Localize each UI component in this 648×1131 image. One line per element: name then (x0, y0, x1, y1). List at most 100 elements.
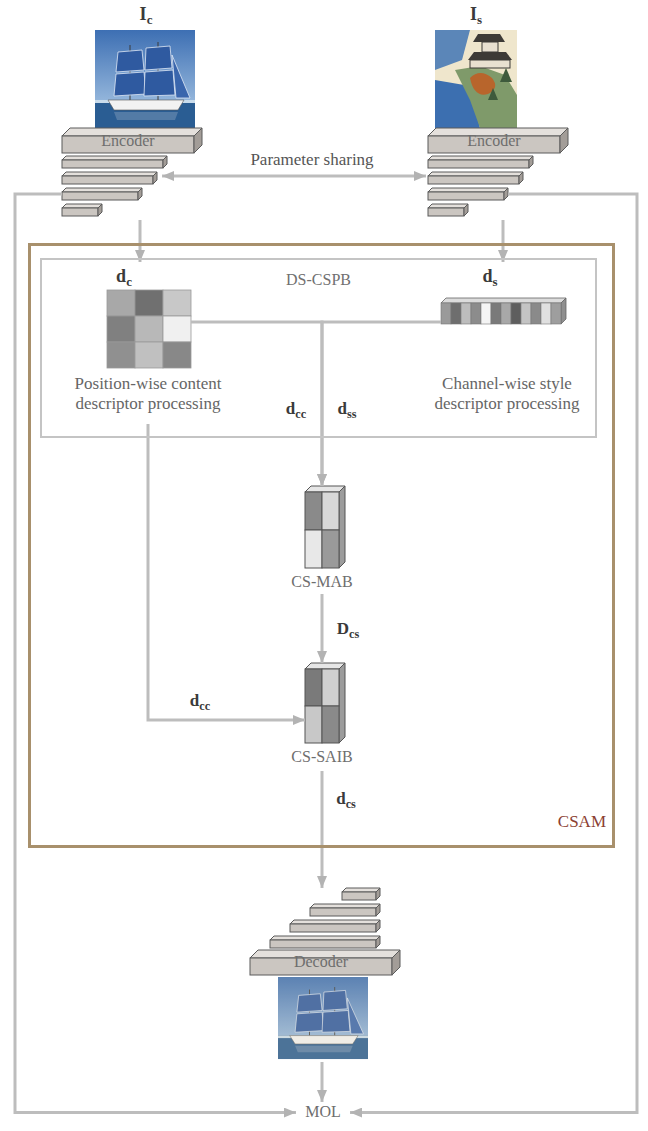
slab-front (342, 892, 376, 900)
slab-side (98, 204, 102, 216)
vector-strip (441, 303, 451, 324)
flow-arrow (502, 220, 505, 262)
slab-side (560, 128, 568, 153)
vector-strip (511, 303, 521, 324)
slab-side (163, 156, 167, 168)
slab-front (428, 160, 529, 168)
layer-slab (250, 950, 400, 975)
layer-slab (428, 156, 533, 168)
slab-front (62, 176, 153, 184)
flow-arrow (322, 322, 441, 486)
subscript: cs (349, 627, 359, 641)
vector-top (441, 298, 566, 303)
slab-front (62, 160, 163, 168)
subscript: ss (347, 407, 357, 421)
slab-side (392, 950, 400, 975)
cuboid-tile (305, 492, 322, 530)
style-descriptor: dsChannel-wise style descriptor processi… (420, 262, 594, 422)
decoder-block: Decoder (250, 888, 400, 1060)
vector-strip (461, 303, 471, 324)
grid-cell (135, 342, 163, 368)
layer-slab (428, 204, 468, 216)
vector-strip (541, 303, 551, 324)
node-label: CS-MAB (277, 572, 367, 591)
layer-slab (428, 188, 508, 200)
edge-label: dcs (334, 789, 358, 811)
slab-top (290, 920, 380, 924)
vector-strip (491, 303, 501, 324)
cuboid-tile (322, 669, 339, 706)
slab-top (428, 156, 533, 160)
attention-block: CS-SAIB (277, 663, 367, 771)
output-image (278, 977, 368, 1059)
loss-line (15, 194, 296, 1113)
node-label: Is (435, 4, 517, 27)
slab-side (376, 888, 380, 900)
slab-front (290, 924, 376, 932)
node-label: Ic (95, 4, 197, 27)
vector-strip (551, 303, 561, 324)
style-vector (441, 298, 566, 324)
layer-slab (428, 172, 523, 184)
vector-strip (501, 303, 511, 324)
slab-side (504, 188, 508, 200)
symbol-base: d (190, 691, 199, 710)
grid-cell (163, 316, 191, 342)
layer-slab (62, 172, 157, 184)
symbol-base: d (482, 266, 492, 286)
cuboid-tile (305, 669, 322, 706)
loss-line (350, 194, 637, 1113)
subscript: cs (346, 797, 356, 811)
grid-cell (135, 290, 163, 316)
tensor-cuboid (305, 663, 345, 743)
node-label: Decoder (250, 952, 392, 971)
node-label: CSAM (511, 812, 606, 832)
slab-side (464, 204, 468, 216)
slab-side (153, 172, 157, 184)
layer-slab (62, 128, 202, 153)
subscript: s (477, 12, 482, 27)
layer-slab (310, 904, 380, 916)
layer-slab (62, 188, 142, 200)
vector-strip (521, 303, 531, 324)
symbol-base: I (140, 4, 147, 24)
vector-strip (481, 303, 491, 324)
encoder-block: Encoder (62, 128, 202, 218)
cuboid-side (339, 663, 345, 743)
symbol-base: D (337, 619, 349, 638)
vector-strip (471, 303, 481, 324)
encoder-block: Encoder (428, 128, 568, 218)
symbol-base: d (336, 789, 345, 808)
sharing-arrow (162, 175, 426, 178)
symbol-base: d (338, 399, 347, 418)
slab-top (62, 156, 167, 160)
grid-cell (135, 316, 163, 342)
edge-label: dss (336, 399, 359, 421)
cuboid-tile (305, 706, 322, 743)
slab-top (428, 188, 508, 192)
slab-side (138, 188, 142, 200)
slab-side (529, 156, 533, 168)
slab-side (376, 920, 380, 932)
subscript: cc (295, 407, 306, 421)
flow-arrow (321, 771, 324, 888)
slab-top (428, 204, 468, 208)
content-descriptor: dcPosition-wise content descriptor proce… (63, 262, 233, 422)
slab-top (62, 188, 142, 192)
cuboid-tile (322, 492, 339, 530)
layer-slab (290, 920, 380, 932)
slab-top (62, 172, 157, 176)
vector-side (561, 298, 566, 324)
edge-label: dcc (188, 691, 212, 713)
block-frame: dcPosition-wise content descriptor proce… (40, 258, 597, 438)
node-label: CS-SAIB (277, 747, 367, 766)
grid-cell (107, 290, 135, 316)
flow-arrow (321, 1062, 324, 1102)
slab-top (342, 888, 380, 892)
slab-top (310, 904, 380, 908)
subscript: s (492, 274, 497, 289)
slab-top (62, 204, 102, 208)
symbol-base: d (286, 399, 295, 418)
slab-top (428, 172, 523, 176)
